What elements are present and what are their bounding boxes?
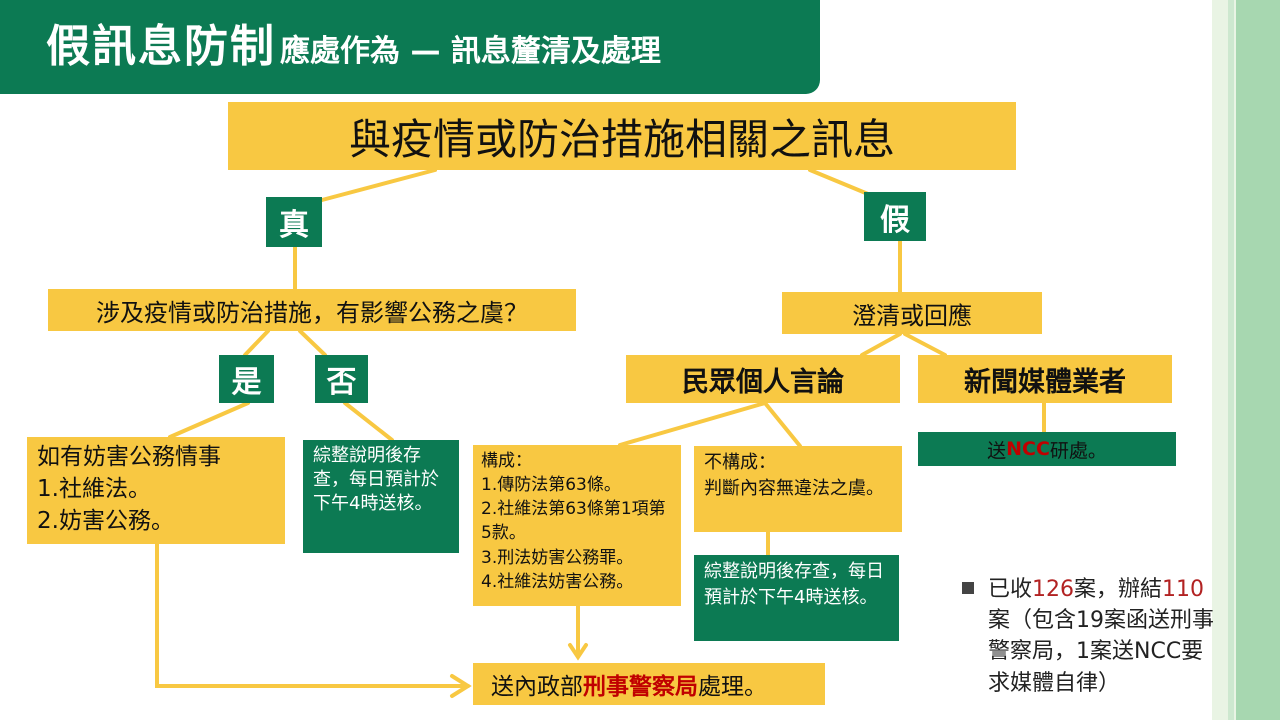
yes-action-box: 如有妨害公務情事 1.社維法。 2.妨害公務。 bbox=[27, 437, 285, 544]
connector-public-constitutes bbox=[618, 401, 767, 447]
ncc-suffix: 研處。 bbox=[1049, 439, 1107, 462]
connector-top-false bbox=[808, 168, 870, 196]
yes-box-line1: 如有妨害公務情事 bbox=[37, 444, 221, 470]
ncc-prefix: 送 bbox=[987, 439, 1007, 462]
final-destination-box: 送內政部刑事警察局處理。 bbox=[473, 663, 825, 705]
constitutes-heading: 構成： bbox=[481, 451, 532, 471]
yes-box-line3: 2.妨害公務。 bbox=[37, 508, 174, 535]
stats-p2: 案，辦結 bbox=[1074, 577, 1163, 602]
connector-top-true bbox=[320, 168, 437, 202]
stats-bullet-icon bbox=[962, 582, 974, 594]
news-media-box: 新聞媒體業者 bbox=[918, 355, 1172, 403]
stats-p3: 案（包含19案函送刑事警察局，1案送NCC要求媒體自律） bbox=[988, 608, 1214, 696]
clarify-box: 澄清或回應 bbox=[782, 292, 1042, 334]
yes-box-line2: 1.社維法。 bbox=[37, 476, 151, 503]
decor-stripe-thin bbox=[1228, 0, 1234, 720]
false-label: 假 bbox=[864, 192, 926, 241]
arrowhead-constitutes-final bbox=[568, 643, 588, 661]
public-speech-box: 民眾個人言論 bbox=[626, 355, 900, 403]
no-box-text: 綜整說明後存查，每日預計於下午4時送核。 bbox=[313, 445, 439, 514]
page-title: 假訊息防制 bbox=[46, 21, 276, 72]
connector-question-no bbox=[298, 329, 327, 357]
stats-summary: 已收126案，辦結110 案（包含19案函送刑事警察局，1案送NCC要求媒體自律） bbox=[960, 574, 1222, 699]
constitutes-item4: 4.社維法妨害公務。 bbox=[481, 571, 634, 592]
not-constitutes-archive-box: 綜整說明後存查，每日預計於下午4時送核。 bbox=[694, 555, 899, 641]
constitutes-item1: 1.傳防法第63條。 bbox=[481, 475, 621, 496]
connector-clarify-media bbox=[903, 332, 947, 357]
arrowhead-yes-final bbox=[450, 674, 472, 698]
no-label: 否 bbox=[315, 355, 368, 403]
decor-stripe-mid bbox=[1236, 0, 1280, 720]
stats-p1: 已收 bbox=[988, 577, 1033, 602]
stats-closed-count: 110 bbox=[1162, 577, 1205, 602]
not-constitutes-text: 判斷內容無違法之虞。 bbox=[704, 478, 884, 500]
not-constitutes-heading: 不構成： bbox=[704, 452, 776, 473]
constitutes-box: 構成： 1.傳防法第63條。 2.社維法第63條第1項第5款。 3.刑法妨害公務… bbox=[473, 445, 681, 606]
question-box: 涉及疫情或防治措施，有影響公務之虞？ bbox=[48, 289, 576, 331]
yes-label: 是 bbox=[219, 355, 274, 403]
connector-yes-final bbox=[155, 542, 470, 688]
not-constitutes-archive-text: 綜整說明後存查，每日預計於下午4時送核。 bbox=[704, 561, 884, 609]
no-action-box: 綜整說明後存查，每日預計於下午4時送核。 bbox=[303, 440, 459, 553]
connector-yes-box bbox=[168, 401, 250, 439]
constitutes-item3: 3.刑法妨害公務罪。 bbox=[481, 547, 634, 568]
ncc-highlight: NCC bbox=[1006, 438, 1050, 460]
not-constitutes-box: 不構成： 判斷內容無違法之虞。 bbox=[694, 446, 902, 532]
true-label: 真 bbox=[266, 197, 322, 247]
connector-clarify-public bbox=[860, 332, 902, 357]
top-message-box: 與疫情或防治措施相關之訊息 bbox=[228, 102, 1016, 170]
stats-text: 已收126案，辦結110 案（包含19案函送刑事警察局，1案送NCC要求媒體自律） bbox=[988, 574, 1222, 699]
constitutes-item2: 2.社維法第63條第1項第5款。 bbox=[481, 499, 666, 544]
final-suffix: 處理。 bbox=[698, 674, 767, 700]
connector-public-notconstitutes bbox=[763, 401, 802, 448]
page-subtitle: 應處作為 — 訊息釐清及處理 bbox=[280, 34, 661, 69]
final-highlight: 刑事警察局 bbox=[583, 674, 698, 700]
connector-no-box bbox=[343, 401, 394, 442]
title-bar: 假訊息防制 應處作為 — 訊息釐清及處理 bbox=[0, 0, 820, 94]
connector-question-yes bbox=[243, 329, 270, 357]
stats-received-count: 126 bbox=[1032, 577, 1075, 602]
final-prefix: 送內政部 bbox=[491, 674, 583, 700]
